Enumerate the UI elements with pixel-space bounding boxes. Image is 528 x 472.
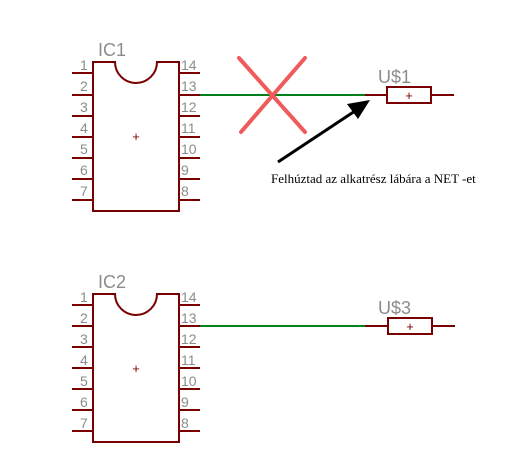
- pin-number: 2: [80, 310, 88, 326]
- u3-origin-mark: +: [406, 319, 414, 334]
- ic1-name-label: IC1: [98, 40, 126, 60]
- ic2-right-pins: 14 13 12 11 10 9 8: [179, 289, 200, 432]
- annotation-arrow-icon: [277, 100, 370, 164]
- pin-number: 2: [80, 78, 88, 94]
- pin-number: 4: [80, 352, 88, 368]
- u3-name-label: U$3: [378, 298, 411, 318]
- ic1-left-pins: 1 2 3 4 5 6 7: [72, 57, 93, 201]
- pin-number: 1: [80, 289, 88, 305]
- pin-number: 10: [181, 141, 197, 157]
- pin-number: 7: [80, 415, 88, 431]
- pin-number: 7: [80, 183, 88, 199]
- ic1-component[interactable]: IC1 + 1 2 3 4 5 6 7 14: [72, 40, 200, 212]
- ic1-origin-mark: +: [132, 129, 140, 144]
- pin-number: 12: [181, 331, 197, 347]
- pin-number: 1: [80, 57, 88, 73]
- ic2-left-pins: 1 2 3 4 5 6 7: [72, 289, 93, 432]
- pin-number: 13: [181, 310, 197, 326]
- pin-number: 6: [80, 162, 88, 178]
- u1-name-label: U$1: [378, 67, 411, 87]
- pin-number: 3: [80, 331, 88, 347]
- cross-mark-icon: [237, 56, 307, 134]
- u3-component[interactable]: U$3 +: [365, 298, 455, 335]
- annotation-text: Felhúztad az alkatrész lábára a NET -et: [271, 171, 476, 186]
- ic2-name-label: IC2: [98, 272, 126, 292]
- u1-origin-mark: +: [405, 88, 413, 103]
- pin-number: 12: [181, 99, 197, 115]
- pin-number: 14: [181, 57, 197, 73]
- pin-number: 10: [181, 373, 197, 389]
- pin-number: 8: [181, 415, 189, 431]
- ic2-component[interactable]: IC2 + 1 2 3 4 5 6 7 14: [72, 272, 200, 443]
- u1-component[interactable]: U$1 +: [365, 67, 454, 104]
- ic2-body: [92, 293, 180, 443]
- pin-number: 9: [181, 162, 189, 178]
- pin-number: 5: [80, 373, 88, 389]
- pin-number: 9: [181, 394, 189, 410]
- pin-number: 14: [181, 289, 197, 305]
- pin-number: 8: [181, 183, 189, 199]
- ic2-origin-mark: +: [132, 361, 140, 376]
- ic1-body: [92, 61, 180, 212]
- pin-number: 11: [181, 352, 196, 368]
- pin-number: 6: [80, 394, 88, 410]
- pin-number: 13: [181, 78, 197, 94]
- pin-number: 5: [80, 141, 88, 157]
- pin-number: 4: [80, 120, 88, 136]
- pin-number: 11: [181, 120, 196, 136]
- pin-number: 3: [80, 99, 88, 115]
- ic1-right-pins: 14 13 12 11 10 9 8: [179, 57, 200, 201]
